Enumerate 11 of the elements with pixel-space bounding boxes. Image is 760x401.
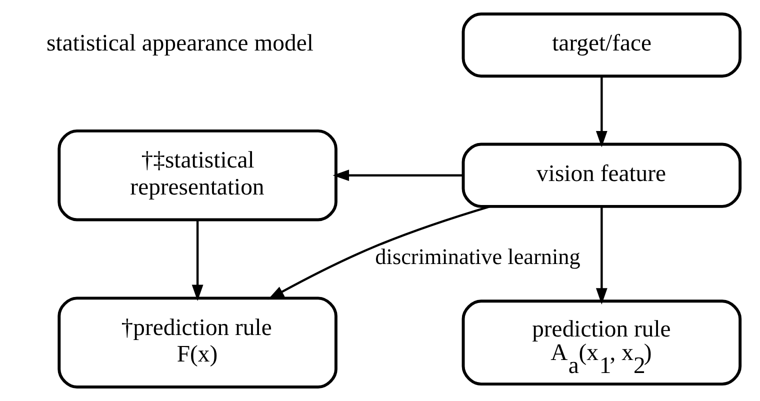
arrow bbox=[596, 76, 608, 148]
label: statistical appearance model bbox=[46, 30, 314, 57]
arrow bbox=[332, 170, 464, 182]
arrow bbox=[192, 220, 204, 302]
node-box: target/face bbox=[462, 12, 742, 78]
node-box: vision feature bbox=[462, 142, 742, 208]
arrow bbox=[268, 205, 490, 300]
node-box: †prediction rule F(x) bbox=[58, 296, 338, 388]
edge-label: discriminative learning bbox=[375, 244, 580, 270]
arrow bbox=[596, 206, 608, 304]
node-box: †‡statistical representation bbox=[58, 129, 338, 222]
